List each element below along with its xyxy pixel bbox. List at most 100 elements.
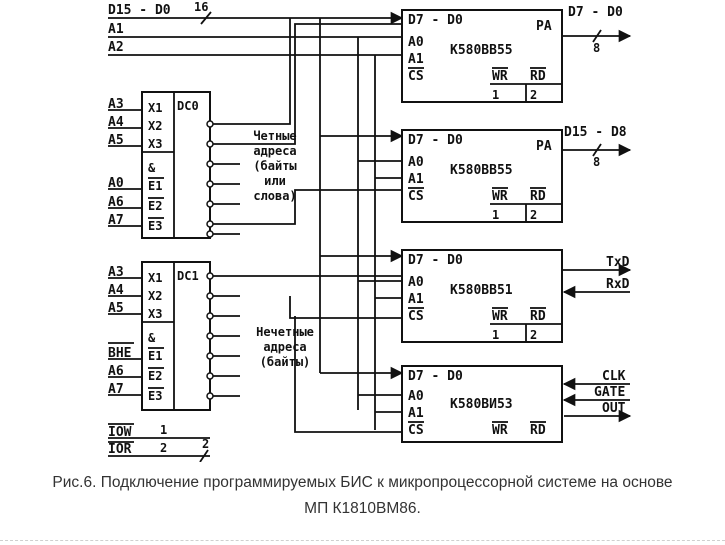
- dc0-name: DC0: [177, 99, 199, 113]
- dc0-box: [141, 91, 211, 239]
- chip-3-n1: 1: [492, 328, 499, 342]
- bus-width-label: 16: [194, 0, 208, 14]
- chip-3-name: K580BB51: [450, 283, 513, 298]
- chip-3-cs: CS: [408, 309, 424, 324]
- chip-2-wr: WR: [492, 189, 508, 204]
- dc0-label-3: (байты: [253, 159, 297, 173]
- chip-1-bus: D7 - D0: [408, 13, 463, 28]
- chip-1-n2: 2: [530, 88, 537, 102]
- dc1-x3: X3: [148, 307, 162, 321]
- chip-3-rd: RD: [530, 309, 546, 324]
- dc0-label-5: слова): [253, 189, 296, 203]
- chip-1-port: PA: [536, 19, 552, 34]
- chip-4-name: K580BИ53: [450, 397, 513, 412]
- dc1-label-2: адреса: [263, 340, 306, 354]
- dc1-box: [141, 261, 211, 411]
- cs3-wire: [289, 296, 402, 319]
- chip-2-n2: 2: [530, 208, 537, 222]
- dc0-e1: E1: [148, 179, 162, 193]
- figure-caption: Рис.6. Подключение программируемых БИС к…: [0, 470, 725, 522]
- dc1-name: DC1: [177, 269, 199, 283]
- dc0-a7: A7: [108, 213, 124, 228]
- txd-label: TxD: [606, 255, 630, 270]
- chip-2-cs: CS: [408, 189, 424, 204]
- chip-4-cs: CS: [408, 423, 424, 438]
- iow-label: IOW: [108, 425, 132, 440]
- chip-2-a0: A0: [408, 155, 424, 170]
- bus-slash: [200, 11, 212, 25]
- caption-line-1: Рис.6. Подключение программируемых БИС к…: [52, 474, 673, 491]
- chip-3-wr: WR: [492, 309, 508, 324]
- chip-1-name: K580BB55: [450, 43, 513, 58]
- a1-label: A1: [108, 22, 124, 37]
- chip-2-port: PA: [536, 139, 552, 154]
- dc0-label-1: Четные: [253, 129, 296, 143]
- cs4-wire: [294, 316, 402, 433]
- chip-1-n1: 1: [492, 88, 499, 102]
- dc0-a5: A5: [108, 133, 124, 148]
- dc1-a3: A3: [108, 265, 124, 280]
- dc0-and: &: [148, 161, 156, 175]
- dc1-a7: A7: [108, 382, 124, 397]
- dc0-label-4: или: [264, 174, 286, 188]
- out-label: OUT: [602, 401, 626, 416]
- gate-label: GATE: [594, 385, 625, 400]
- dc0-e2: E2: [148, 199, 162, 213]
- caption-line-2: МП К1810ВМ86.: [304, 500, 421, 517]
- chip-1-rd: RD: [530, 69, 546, 84]
- dc1-and: &: [148, 331, 156, 345]
- dc0-e3: E3: [148, 219, 162, 233]
- dc0-a0: A0: [108, 176, 124, 191]
- chip-3: D7 - D0 A0 K580BB51 A1 CS WR RD 1 2 TxD …: [401, 249, 632, 343]
- divider: [0, 540, 725, 541]
- dc0-a3: A3: [108, 97, 124, 112]
- dc1-x2: X2: [148, 289, 162, 303]
- dc1-outputs: [206, 272, 402, 400]
- chip-1-a0: A0: [408, 35, 424, 50]
- chip-3-a1: A1: [408, 292, 424, 307]
- ctrl-width: 2: [202, 437, 209, 451]
- chip-3-a0: A0: [408, 275, 424, 290]
- chip-4-wr: WR: [492, 423, 508, 438]
- dc1-x1: X1: [148, 271, 162, 285]
- clk-label: CLK: [602, 369, 626, 384]
- chip-2-a1: A1: [408, 172, 424, 187]
- chip-2: D7 - D0 PA A0 K580BB55 A1 CS WR RD 1 2 D…: [401, 125, 632, 223]
- dc0-outputs: [206, 18, 402, 238]
- dc0-label-2: адреса: [253, 144, 296, 158]
- chip-2-rd: RD: [530, 189, 546, 204]
- chip-2-bus: D7 - D0: [408, 133, 463, 148]
- rxd-label: RxD: [606, 277, 630, 292]
- dc0-a4: A4: [108, 115, 124, 130]
- out1-width: 8: [593, 41, 600, 55]
- ior-num: 2: [160, 441, 167, 455]
- out2-label: D15 - D8: [564, 125, 627, 140]
- iow-num: 1: [160, 423, 167, 437]
- dc1-e3: E3: [148, 389, 162, 403]
- chip-4: D7 - D0 A0 K580BИ53 A1 CS WR RD CLK GATE…: [401, 365, 632, 443]
- circuit-diagram: D15 - D0 16 A1 A2 X1 X2 X3 & E1 E2 E3 DC…: [90, 0, 645, 462]
- chip-4-bus: D7 - D0: [408, 369, 463, 384]
- dc0-a6: A6: [108, 195, 124, 210]
- chip-1-a1: A1: [408, 52, 424, 67]
- dc1-a4: A4: [108, 283, 124, 298]
- dc1-label-3: (байты): [260, 355, 311, 369]
- chip-3-bus: D7 - D0: [408, 253, 463, 268]
- out2-width: 8: [593, 155, 600, 169]
- chip-4-rd: RD: [530, 423, 546, 438]
- chip-2-name: K580BB55: [450, 163, 513, 178]
- dc0-x2: X2: [148, 119, 162, 133]
- chip-3-n2: 2: [530, 328, 537, 342]
- chip-1-wr: WR: [492, 69, 508, 84]
- chip-4-a0: A0: [408, 389, 424, 404]
- ior-label: IOR: [108, 442, 132, 457]
- a2-label: A2: [108, 40, 124, 55]
- chip-4-a1: A1: [408, 406, 424, 421]
- dc0-x3: X3: [148, 137, 162, 151]
- dc1-bhe: BHE: [108, 346, 131, 361]
- dc1-a5: A5: [108, 301, 124, 316]
- dc0-x1: X1: [148, 101, 162, 115]
- dc1-label-1: Нечетные: [256, 325, 314, 339]
- dc1-a6: A6: [108, 364, 124, 379]
- dc1-e2: E2: [148, 369, 162, 383]
